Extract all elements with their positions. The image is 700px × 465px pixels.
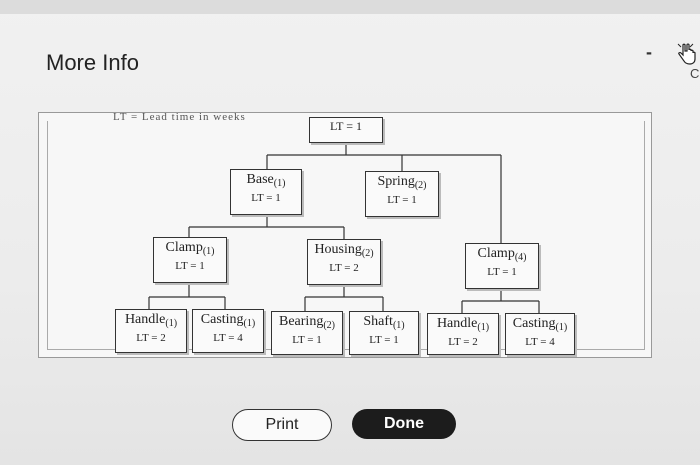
node-casting-a-lt: LT = 4 bbox=[213, 332, 243, 344]
node-casting-a: Casting(1) LT = 4 bbox=[192, 309, 264, 353]
figure-inner-frame bbox=[47, 121, 645, 350]
node-clamp-1-name: Clamp bbox=[165, 240, 203, 255]
window-top-strip bbox=[0, 0, 700, 14]
node-spring: Spring(2) LT = 1 bbox=[365, 171, 439, 217]
node-shaft: Shaft(1) LT = 1 bbox=[349, 311, 419, 355]
node-clamp-1-lt: LT = 1 bbox=[175, 260, 205, 272]
node-handle-b-lt: LT = 2 bbox=[448, 336, 478, 348]
node-housing: Housing(2) LT = 2 bbox=[307, 239, 381, 285]
tree-connectors bbox=[148, 141, 540, 313]
node-casting-a-name: Casting bbox=[200, 312, 244, 327]
node-shaft-qty: (1) bbox=[392, 320, 405, 331]
node-housing-name: Housing bbox=[314, 242, 362, 257]
node-base-name: Base bbox=[246, 172, 274, 187]
dialog-title: More Info bbox=[46, 50, 139, 75]
root-lead-time: LT = 1 bbox=[329, 119, 363, 133]
node-bearing-name: Bearing bbox=[279, 314, 324, 329]
node-bearing: Bearing(2) LT = 1 bbox=[271, 311, 343, 355]
node-bearing-lt: LT = 1 bbox=[292, 334, 322, 346]
node-clamp-1-qty: (1) bbox=[202, 246, 215, 257]
node-casting-b-name: Casting bbox=[512, 316, 556, 331]
print-button[interactable]: Print bbox=[232, 409, 332, 441]
close-button[interactable]: C bbox=[690, 66, 700, 81]
node-spring-lt: LT = 1 bbox=[387, 194, 417, 206]
node-clamp-4-name: Clamp bbox=[477, 246, 515, 261]
minimize-icon[interactable]: - bbox=[646, 42, 652, 62]
node-handle-a-name: Handle bbox=[124, 312, 166, 327]
node-clamp-4-lt: LT = 1 bbox=[487, 266, 517, 278]
node-housing-qty: (2) bbox=[361, 248, 374, 259]
bom-tree-figure: LT = Lead time in weeks bbox=[38, 112, 652, 358]
node-clamp-4: Clamp(4) LT = 1 bbox=[465, 243, 539, 289]
node-clamp-1: Clamp(1) LT = 1 bbox=[153, 237, 227, 283]
node-handle-a-qty: (1) bbox=[165, 318, 178, 329]
root-node: LT = 1 bbox=[309, 117, 383, 143]
node-shaft-name: Shaft bbox=[363, 314, 393, 329]
node-bearing-qty: (2) bbox=[323, 320, 335, 331]
node-clamp-4-qty: (4) bbox=[514, 252, 527, 263]
node-spring-qty: (2) bbox=[414, 180, 427, 191]
node-base-qty: (1) bbox=[273, 178, 286, 189]
node-handle-b: Handle(1) LT = 2 bbox=[427, 313, 499, 355]
node-housing-lt: LT = 2 bbox=[329, 262, 359, 274]
node-handle-a: Handle(1) LT = 2 bbox=[115, 309, 187, 353]
node-handle-b-name: Handle bbox=[436, 316, 478, 331]
node-handle-a-lt: LT = 2 bbox=[136, 332, 166, 344]
node-shaft-lt: LT = 1 bbox=[369, 334, 399, 346]
node-base: Base(1) LT = 1 bbox=[230, 169, 302, 215]
node-spring-name: Spring bbox=[377, 174, 415, 189]
hand-cursor-icon bbox=[677, 43, 696, 65]
node-handle-b-qty: (1) bbox=[477, 322, 490, 333]
node-base-lt: LT = 1 bbox=[251, 192, 281, 204]
node-casting-b-qty: (1) bbox=[555, 322, 568, 333]
done-button[interactable]: Done bbox=[352, 409, 456, 439]
figure-heading-clipped: LT = Lead time in weeks bbox=[113, 113, 246, 121]
node-casting-b-lt: LT = 4 bbox=[525, 336, 555, 348]
node-casting-a-qty: (1) bbox=[243, 318, 256, 329]
node-casting-b: Casting(1) LT = 4 bbox=[505, 313, 575, 355]
